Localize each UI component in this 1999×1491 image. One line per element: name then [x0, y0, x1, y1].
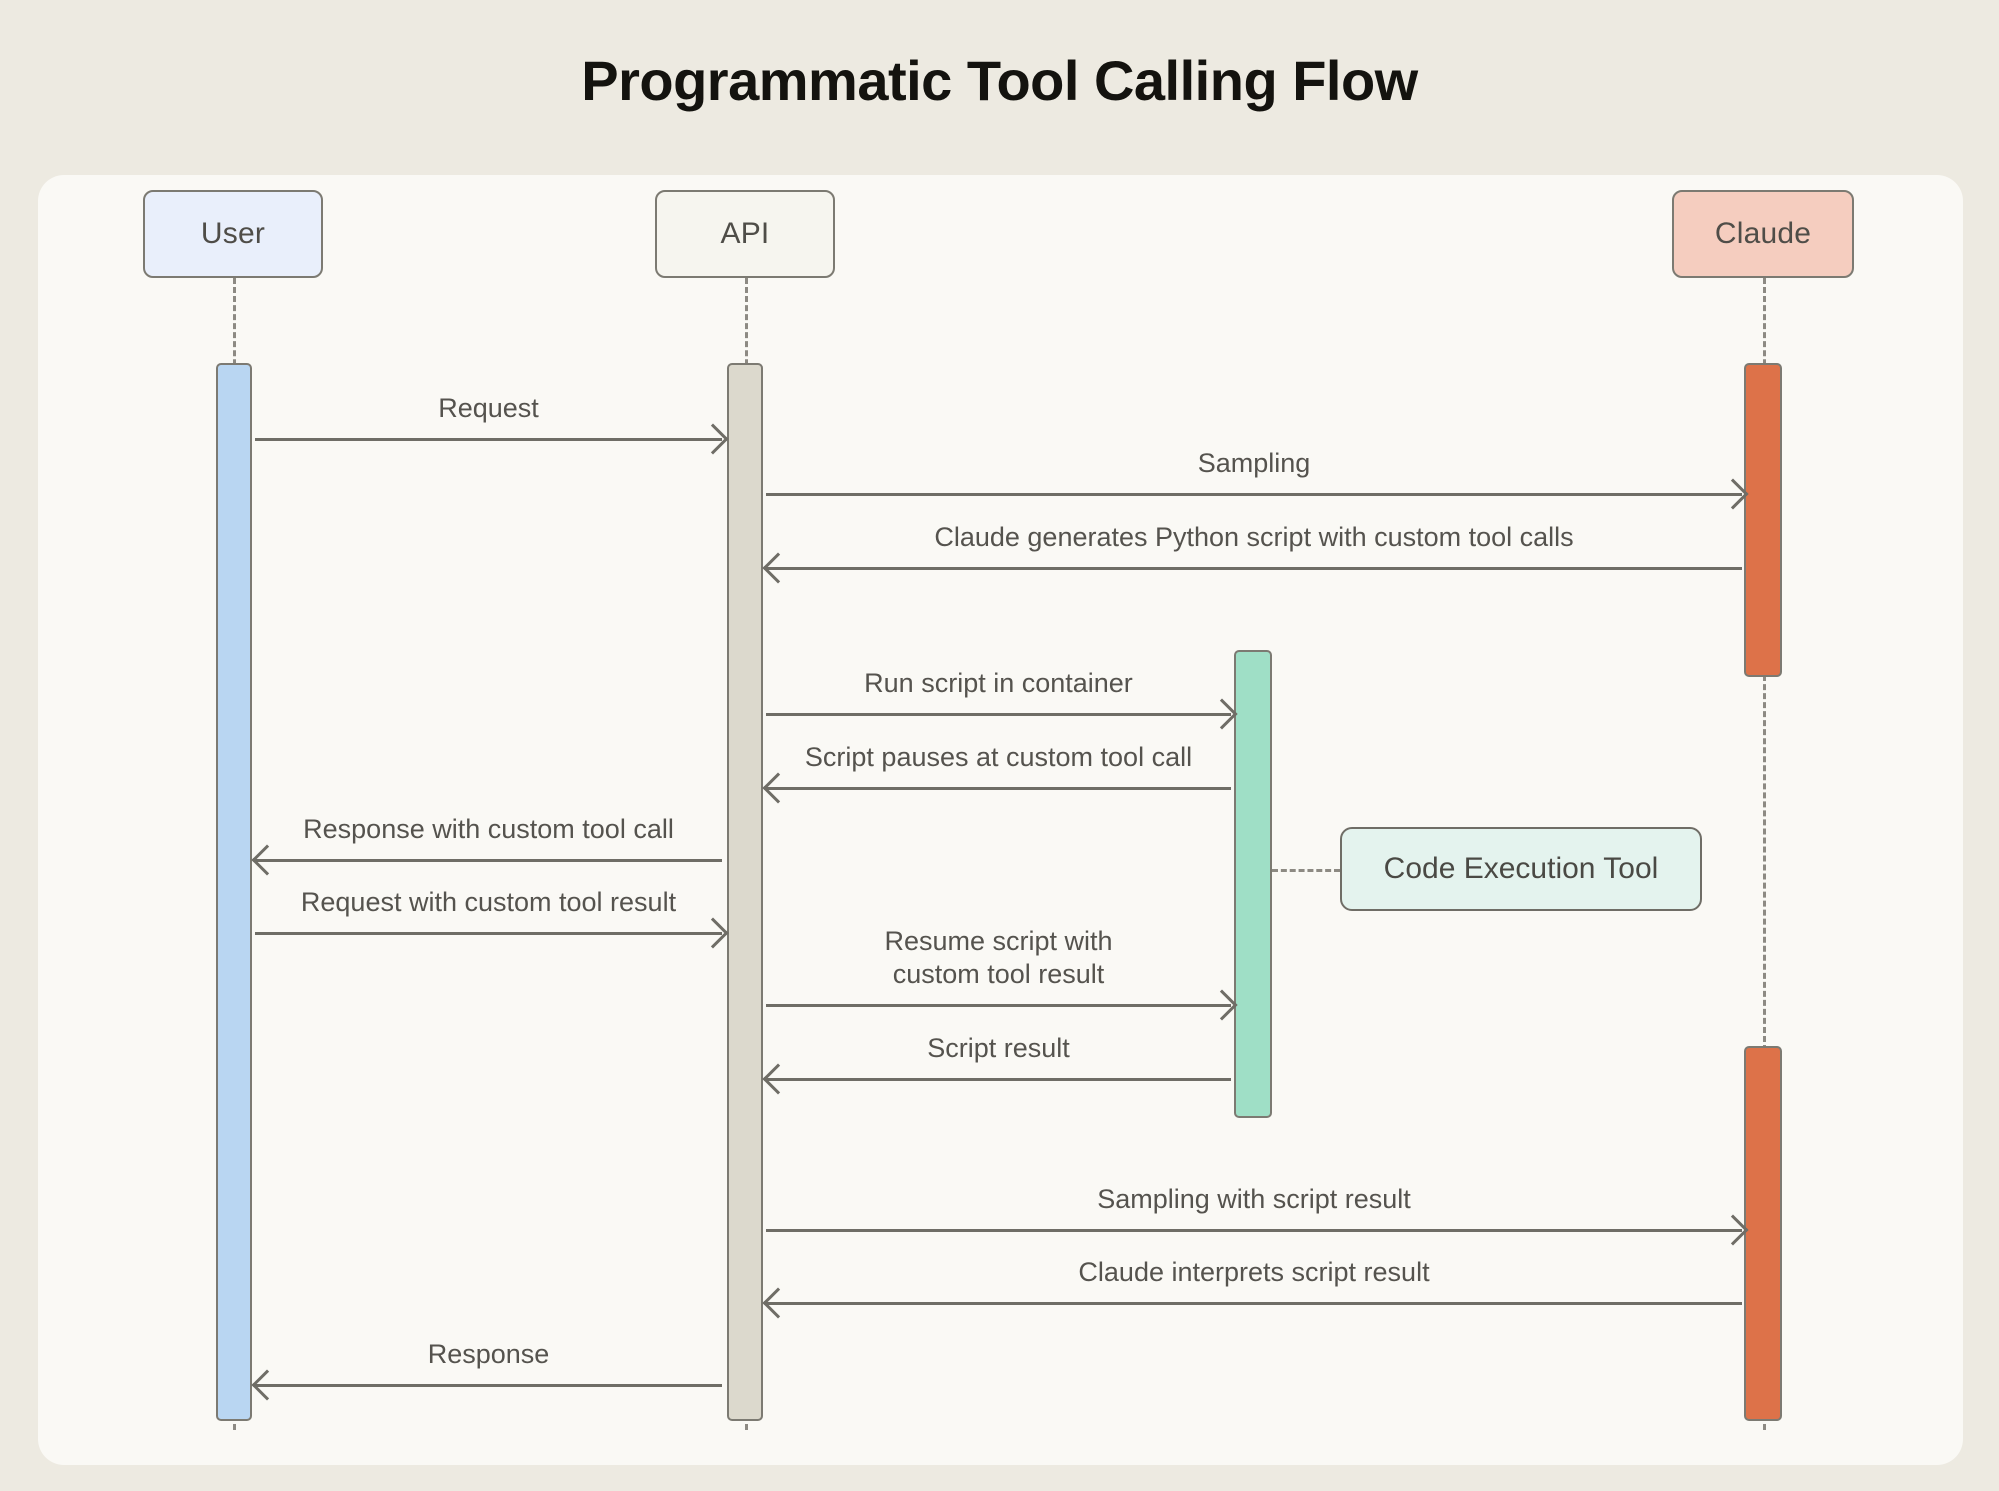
message-line-request-tool-result	[255, 932, 722, 935]
message-line-sampling-result	[766, 1229, 1742, 1232]
message-line-request	[255, 438, 722, 441]
participant-user: User	[143, 190, 323, 278]
message-line-response-tool-call	[255, 859, 722, 862]
message-line-resume-script	[766, 1004, 1231, 1007]
note-connector-code-execution-tool	[1272, 869, 1340, 872]
message-label-sampling: Sampling	[1197, 448, 1311, 478]
message-line-claude-generates	[766, 567, 1742, 570]
message-line-script-pauses	[766, 787, 1231, 790]
message-label-run-script: Run script in container	[864, 668, 1133, 698]
message-label-claude-interprets: Claude interprets script result	[1078, 1257, 1430, 1287]
message-line-script-result	[766, 1078, 1231, 1081]
message-label-response-tool-call: Response with custom tool call	[303, 814, 674, 844]
activation-bar-tool-bar	[1234, 650, 1272, 1118]
activation-bar-api-bar	[727, 363, 763, 1421]
message-label-resume-script: Resume script with custom tool result	[884, 926, 1113, 989]
message-label-script-pauses: Script pauses at custom tool call	[804, 742, 1193, 772]
activation-bar-claude-bar-2	[1744, 1046, 1782, 1421]
activation-bar-claude-bar-1	[1744, 363, 1782, 677]
message-line-sampling	[766, 493, 1742, 496]
note-code-execution-tool: Code Execution Tool	[1340, 827, 1702, 911]
lifeline-claude	[1763, 278, 1766, 1430]
message-label-request: Request	[438, 393, 539, 423]
activation-bar-user-bar	[216, 363, 252, 1421]
message-label-request-tool-result: Request with custom tool result	[300, 887, 677, 917]
message-line-response	[255, 1384, 722, 1387]
page-title: Programmatic Tool Calling Flow	[581, 49, 1418, 112]
message-label-script-result: Script result	[927, 1033, 1070, 1063]
participant-claude: Claude	[1672, 190, 1854, 278]
participant-api: API	[655, 190, 835, 278]
message-label-claude-generates: Claude generates Python script with cust…	[934, 522, 1574, 552]
message-line-claude-interprets	[766, 1302, 1742, 1305]
message-label-sampling-result: Sampling with script result	[1097, 1184, 1411, 1214]
message-line-run-script	[766, 713, 1231, 716]
diagram-canvas	[38, 175, 1963, 1465]
message-label-response: Response	[427, 1339, 550, 1369]
